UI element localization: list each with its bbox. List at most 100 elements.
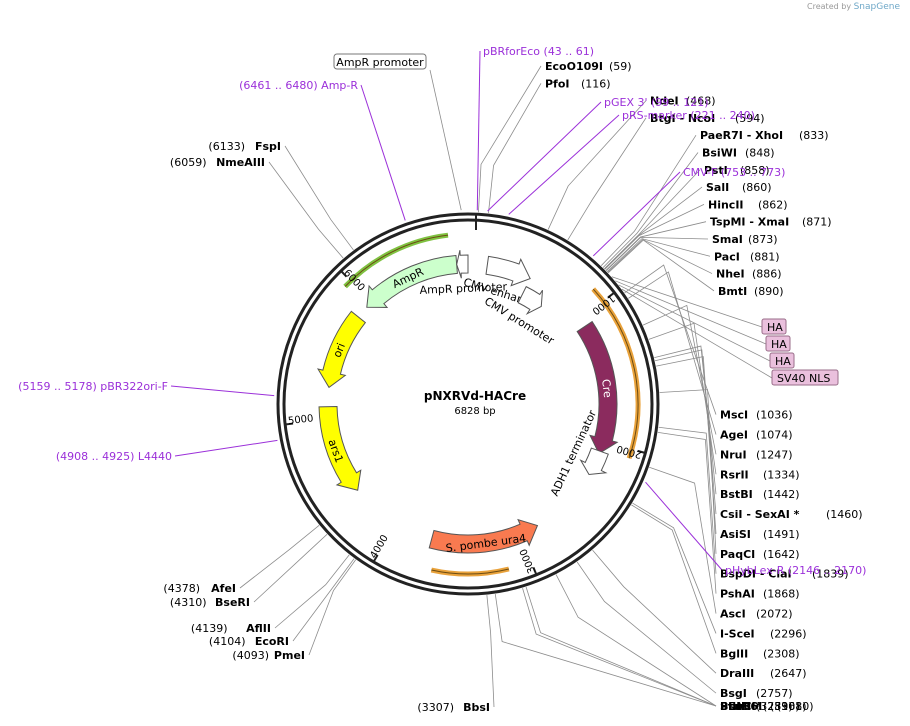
enzyme-leader — [657, 431, 717, 594]
enzyme-position: (2757) — [756, 687, 793, 700]
enzyme-position: (4093) — [232, 649, 269, 662]
enzyme-name: AsiSI — [720, 528, 751, 541]
tick-mark — [285, 422, 294, 426]
enzyme-position: (1642) — [763, 548, 800, 561]
enzyme-position: (1868) — [763, 588, 800, 601]
enzyme-position: (833) — [799, 129, 829, 142]
enzyme-leader — [632, 502, 717, 634]
enzyme-position: (890) — [754, 285, 784, 298]
enzyme-leader — [284, 145, 354, 251]
enzyme-leader — [253, 534, 328, 603]
enzyme-name: PaeR7I - XhoI — [700, 129, 783, 142]
enzyme-position: (4139) — [191, 622, 228, 635]
enzyme-leader — [604, 204, 705, 270]
primer-leader — [592, 171, 681, 257]
enzyme-leader — [606, 238, 711, 273]
enzyme-name: SalI — [706, 181, 729, 194]
enzyme-position: (116) — [581, 77, 611, 90]
tag-box — [765, 335, 791, 352]
enzyme-name: NheI — [716, 268, 745, 281]
enzyme-leader — [649, 466, 717, 614]
enzyme-name: CsiI - SexAI * — [720, 508, 800, 521]
enzyme-name: RsrII — [720, 468, 749, 481]
tag-label: HA — [767, 321, 783, 334]
enzyme-name: PflMI * — [720, 700, 761, 713]
tag-box — [761, 318, 787, 335]
backbone-inner-circle — [282, 218, 654, 590]
feature-label-box — [333, 53, 427, 70]
backbone-outer-circle — [276, 212, 660, 596]
enzyme-name: BbsI — [463, 701, 490, 714]
enzyme-position: (1491) — [763, 528, 800, 541]
primer-arcs-layer — [343, 232, 641, 577]
enzyme-leader — [522, 587, 717, 707]
enzyme-name: PshAI — [720, 588, 755, 601]
primer-leader — [508, 114, 620, 215]
enzyme-leader — [604, 186, 703, 270]
primer-leader — [174, 439, 278, 457]
enzyme-position: (6059) — [170, 156, 207, 169]
enzyme-name: BbvCI — [720, 700, 756, 713]
enzyme-position: (59) — [609, 60, 632, 73]
feature-label: Cre — [599, 378, 614, 398]
enzyme-leader — [292, 558, 355, 642]
primer-leader — [170, 385, 275, 397]
enzyme-leader — [268, 161, 344, 259]
enzyme-name: MscI — [720, 409, 748, 422]
enzyme-position: (862) — [758, 198, 788, 211]
enzyme-position: (468) — [686, 95, 716, 108]
primer-leader — [360, 84, 406, 221]
enzyme-name: AfeI — [211, 582, 236, 595]
enzyme-name: StuI — [720, 700, 745, 713]
enzyme-leader — [525, 586, 717, 707]
feature-label: AmpR promoter — [419, 280, 507, 297]
enzyme-leader — [547, 100, 647, 230]
feature-label: ori — [330, 341, 348, 359]
enzyme-name: PacI — [714, 250, 740, 263]
snapgene-brand: SnapGene — [853, 2, 900, 12]
orf-arc-core — [344, 234, 449, 287]
enzyme-name: AflII — [246, 622, 271, 635]
enzyme-leader — [604, 169, 701, 270]
feature-label-leader — [429, 69, 462, 211]
enzyme-name: Bsu36I — [720, 700, 762, 713]
primer-label: (5159 .. 5178) pBR322ori-F — [18, 380, 168, 393]
enzyme-leader — [628, 271, 717, 435]
enzyme-name: BseRI — [215, 596, 250, 609]
enzyme-name: BglII — [720, 647, 748, 660]
feature-arrow — [579, 447, 609, 475]
tick-label: 3000 — [518, 547, 538, 575]
enzyme-name: BtgI - NcoI — [650, 112, 715, 125]
enzyme-name: NdeI — [650, 95, 679, 108]
enzyme-name: NmeAIII — [216, 156, 265, 169]
enzyme-position: (2072) — [756, 608, 793, 621]
enzyme-position: (4104) — [209, 635, 246, 648]
credit-prefix: Created by — [807, 2, 852, 11]
enzyme-leader — [592, 549, 717, 674]
plasmid-length: 6828 bp — [454, 406, 495, 417]
primer-leader — [487, 101, 602, 212]
backbone-layer — [276, 212, 660, 596]
enzyme-position: (873) — [748, 233, 778, 246]
enzyme-name: PaqCI — [720, 548, 755, 561]
enzyme-name: DraIII — [720, 667, 754, 680]
tag-box — [769, 352, 795, 369]
enzyme-position: (3259) — [756, 700, 793, 713]
enzyme-leader — [600, 134, 697, 266]
enzyme-leader — [607, 238, 713, 274]
tag-label: SV40 NLS — [777, 372, 830, 385]
enzyme-position: (1442) — [763, 488, 800, 501]
tick-label: 5000 — [288, 413, 315, 427]
primer-label: CMV-F (753 .. 773) — [683, 166, 785, 179]
enzyme-name: BsiWI — [702, 146, 737, 159]
feature-arrow — [428, 518, 539, 554]
enzyme-position: (871) — [802, 216, 832, 229]
tick-mark — [340, 270, 348, 278]
tick-mark — [607, 291, 616, 299]
tag-leader — [615, 280, 767, 345]
enzyme-position: (1074) — [756, 428, 793, 441]
primer-label: pRS-marker (221 .. 240) — [622, 109, 755, 122]
enzyme-name: HincII — [708, 198, 744, 211]
enzyme-name: PmeI — [274, 649, 305, 662]
